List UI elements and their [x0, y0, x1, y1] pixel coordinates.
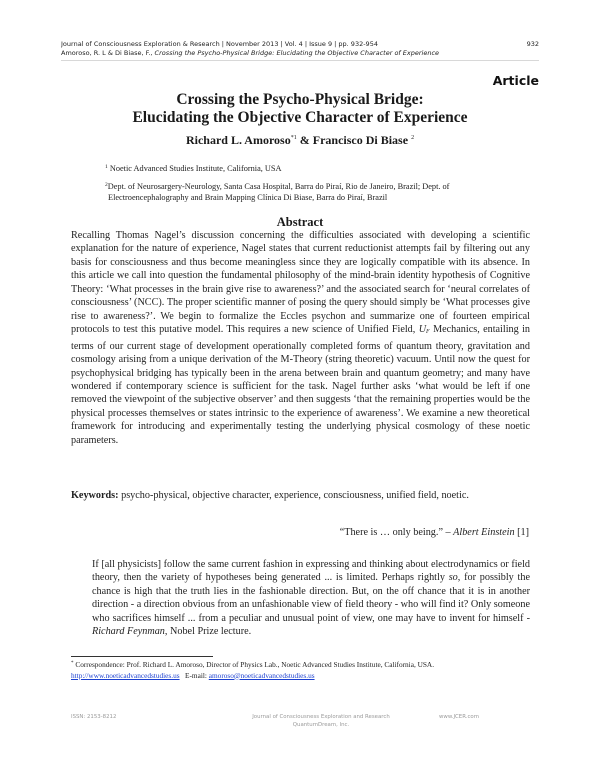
- email-link[interactable]: amoroso@noeticadvancedstudies.us: [208, 670, 315, 680]
- affiliation-mark: 1: [105, 164, 108, 170]
- citation-authors: Amoroso, R. L & Di Biase, F.,: [61, 49, 155, 57]
- uf-symbol: U: [418, 324, 427, 336]
- website-link[interactable]: http://www.noeticadvancedstudies.us: [71, 670, 180, 680]
- running-header: Journal of Consciousness Exploration & R…: [61, 40, 539, 61]
- keywords-label: Keywords:: [71, 490, 119, 501]
- page-number: 932: [526, 40, 539, 48]
- uf-subscript: F: [426, 329, 430, 336]
- footnote-divider: [71, 656, 213, 657]
- citation-line: Amoroso, R. L & Di Biase, F., Crossing t…: [61, 49, 539, 58]
- author-list: Richard L. Amoroso*1 & Francisco Di Bias…: [60, 133, 540, 148]
- epigraph-reference[interactable]: [1]: [514, 527, 529, 538]
- quote-author: Richard Feynman: [92, 626, 165, 638]
- title-line-2: Elucidating the Objective Character of E…: [132, 109, 468, 126]
- footer-center: Journal of Consciousness Exploration and…: [231, 713, 411, 729]
- author-separator: &: [296, 133, 313, 147]
- epigraph-author: Albert Einstein: [453, 527, 515, 538]
- author-1: Richard L. Amoroso: [185, 133, 291, 147]
- abstract-heading: Abstract: [276, 215, 324, 229]
- affiliation-1: 1 Noetic Advanced Studies Institute, Cal…: [105, 162, 545, 175]
- author-2-marks: 2: [411, 135, 415, 141]
- citation-title: Crossing the Psycho-Physical Bridge: Elu…: [154, 49, 440, 57]
- affiliation-text-line-1: Dept. of Neurosargery-Neurology, Santa C…: [107, 182, 450, 191]
- abstract-part-2: Mechanics, entailing in terms of our cur…: [71, 324, 531, 446]
- affiliation-2: 2Dept. of Neurosargery-Neurology, Santa …: [105, 180, 545, 203]
- correspondence-footnote: * Correspondence: Prof. Richard L. Amoro…: [71, 659, 541, 681]
- footer-website[interactable]: www.JCER.com: [439, 714, 479, 720]
- epigraph: “There is … only being.” – Albert Einste…: [340, 527, 529, 538]
- quote-part-1: If [all physicists] follow the same curr…: [92, 559, 530, 584]
- email-label: E-mail:: [179, 670, 209, 680]
- title-line-1: Crossing the Psycho-Physical Bridge:: [176, 91, 424, 108]
- footnote-text: Correspondence: Prof. Richard L. Amoroso…: [73, 660, 435, 669]
- quote-source: , Nobel Prize lecture.: [164, 626, 252, 638]
- author-1-marks: *1: [290, 135, 297, 141]
- issn: ISSN: 2153-8212: [71, 714, 117, 720]
- footer-publisher: QuantumDream, Inc.: [292, 722, 350, 728]
- affiliation-text-line-2: Electroencephalography and Brain Mapping…: [108, 192, 388, 202]
- affiliation-text: Noetic Advanced Studies Institute, Calif…: [109, 164, 282, 173]
- article-type-label: Article: [492, 73, 539, 88]
- journal-info: Journal of Consciousness Exploration & R…: [61, 40, 378, 48]
- feynman-quote: If [all physicists] follow the same curr…: [92, 558, 530, 638]
- epigraph-quote: “There is … only being.” –: [339, 527, 454, 538]
- keywords-text: psycho-physical, objective character, ex…: [118, 490, 469, 501]
- footer-journal: Journal of Consciousness Exploration and…: [252, 714, 390, 720]
- abstract-text: Recalling Thomas Nagel’s discussion conc…: [71, 229, 530, 447]
- quote-part-2: , for possibly the chance is high that t…: [92, 572, 530, 624]
- quote-emphasis: so: [448, 572, 458, 584]
- keywords: Keywords: psycho-physical, objective cha…: [71, 490, 541, 501]
- author-2: Francisco Di Biase: [312, 133, 409, 147]
- footnote-mark: *: [71, 661, 74, 666]
- abstract-part-1: Recalling Thomas Nagel’s discussion conc…: [71, 230, 530, 336]
- paper-title: Crossing the Psycho-Physical Bridge: Elu…: [60, 91, 540, 127]
- affiliation-mark: 2: [105, 182, 108, 188]
